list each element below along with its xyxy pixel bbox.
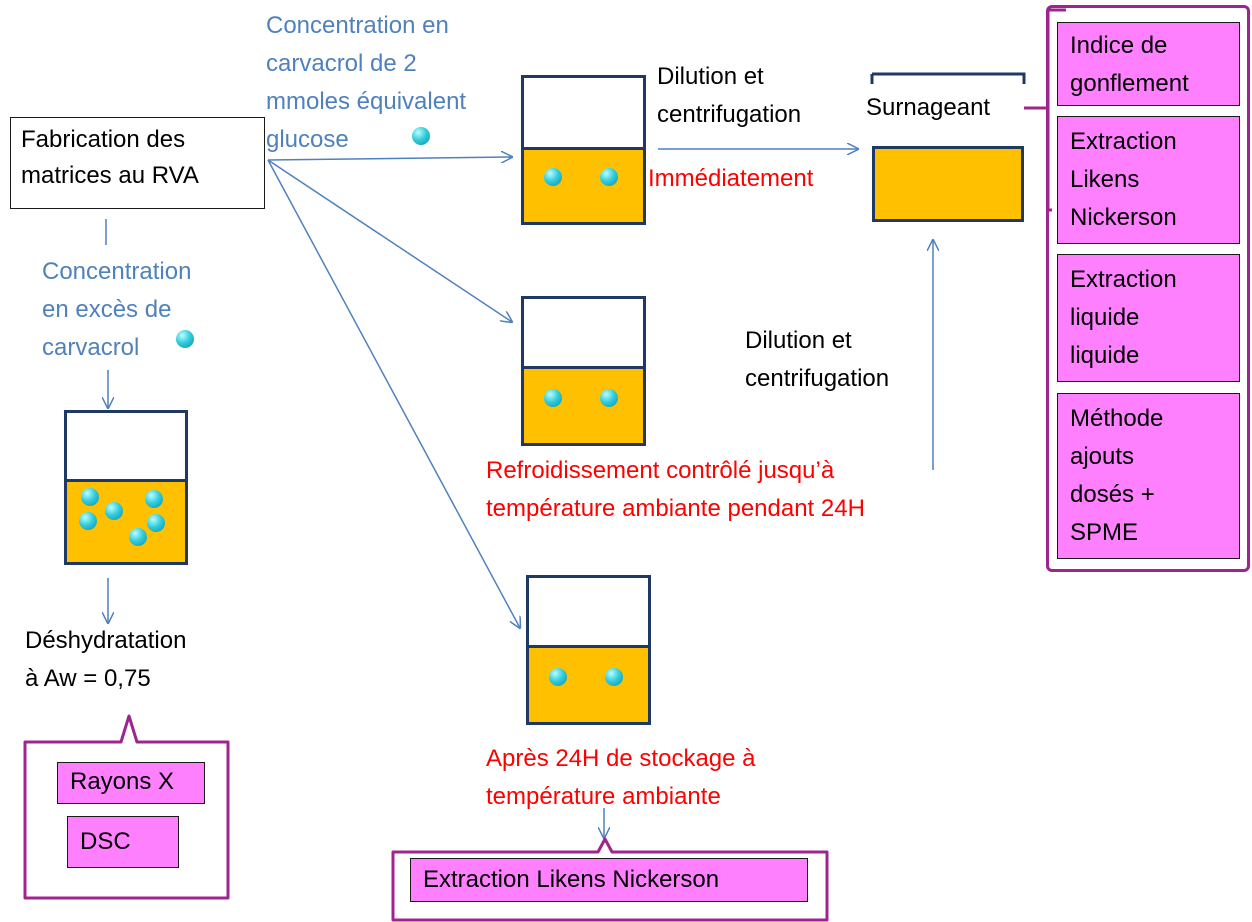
dehydration-label: Déshydratation à Aw = 0,75 xyxy=(25,627,187,692)
fan-arrow-to-storage xyxy=(267,159,520,628)
immediate-label: Immédiatement xyxy=(648,165,814,192)
fan-arrow-to-immediate xyxy=(267,157,512,160)
method-x-rays: Rayons X xyxy=(57,762,205,804)
supernatant-liquid xyxy=(875,149,1021,219)
method-dsc: DSC xyxy=(67,816,179,868)
method-swelling-index: Indice de gonflement xyxy=(1057,22,1240,106)
start-process-box: Fabrication des matrices au RVA xyxy=(10,117,265,209)
carvacrol-molecule-icon xyxy=(129,528,147,546)
beaker-storage xyxy=(526,575,651,725)
carvacrol-molecule-icon xyxy=(105,502,123,520)
beaker-liquid xyxy=(67,479,185,562)
carvacrol-molecule-icon xyxy=(79,512,97,530)
method-likens-nickerson-bottom: Extraction Likens Nickerson xyxy=(410,858,808,902)
supernatant-container xyxy=(870,72,1026,84)
supernatant-label: Surnageant xyxy=(866,94,991,121)
carvacrol-molecule-icon xyxy=(145,490,163,508)
concentration-2mmol-label: Concentration en carvacrol de 2 mmoles é… xyxy=(266,12,467,153)
fan-arrow-to-cooling xyxy=(267,159,512,322)
beaker-liquid xyxy=(524,147,643,222)
carvacrol-molecule-icon xyxy=(176,330,194,348)
beaker-liquid xyxy=(524,366,643,443)
dilution-label-middle: Dilution et centrifugation xyxy=(745,327,890,392)
storage-24h-label: Après 24H de stockage à température ambi… xyxy=(486,745,756,810)
right-methods-frame xyxy=(1046,5,1250,572)
carvacrol-molecule-icon xyxy=(412,127,430,145)
carvacrol-molecule-icon xyxy=(544,168,562,186)
carvacrol-molecule-icon xyxy=(605,668,623,686)
carvacrol-molecule-icon xyxy=(81,488,99,506)
carvacrol-molecule-icon xyxy=(600,168,618,186)
carvacrol-molecule-icon xyxy=(600,389,618,407)
supernatant-beaker xyxy=(872,146,1024,222)
beaker-controlled-cooling xyxy=(521,296,646,446)
method-likens-nickerson: Extraction Likens Nickerson xyxy=(1057,116,1240,244)
left-methods-frame xyxy=(23,714,230,900)
carvacrol-molecule-icon xyxy=(549,668,567,686)
carvacrol-molecule-icon xyxy=(147,514,165,532)
controlled-cooling-label: Refroidissement contrôlé jusqu’à tempéra… xyxy=(486,457,865,522)
dilution-label-top: Dilution et centrifugation xyxy=(657,63,802,128)
concentration-excess-label: Concentration en excès de carvacrol xyxy=(42,258,192,361)
bottom-methods-frame xyxy=(391,837,829,922)
method-spme: Méthode ajouts dosés + SPME xyxy=(1057,393,1240,559)
beaker-excess-carvacrol xyxy=(64,410,188,565)
beaker-liquid xyxy=(529,645,648,722)
method-liquid-liquid: Extraction liquide liquide xyxy=(1057,254,1240,382)
beaker-immediate xyxy=(521,75,646,225)
carvacrol-molecule-icon xyxy=(544,389,562,407)
